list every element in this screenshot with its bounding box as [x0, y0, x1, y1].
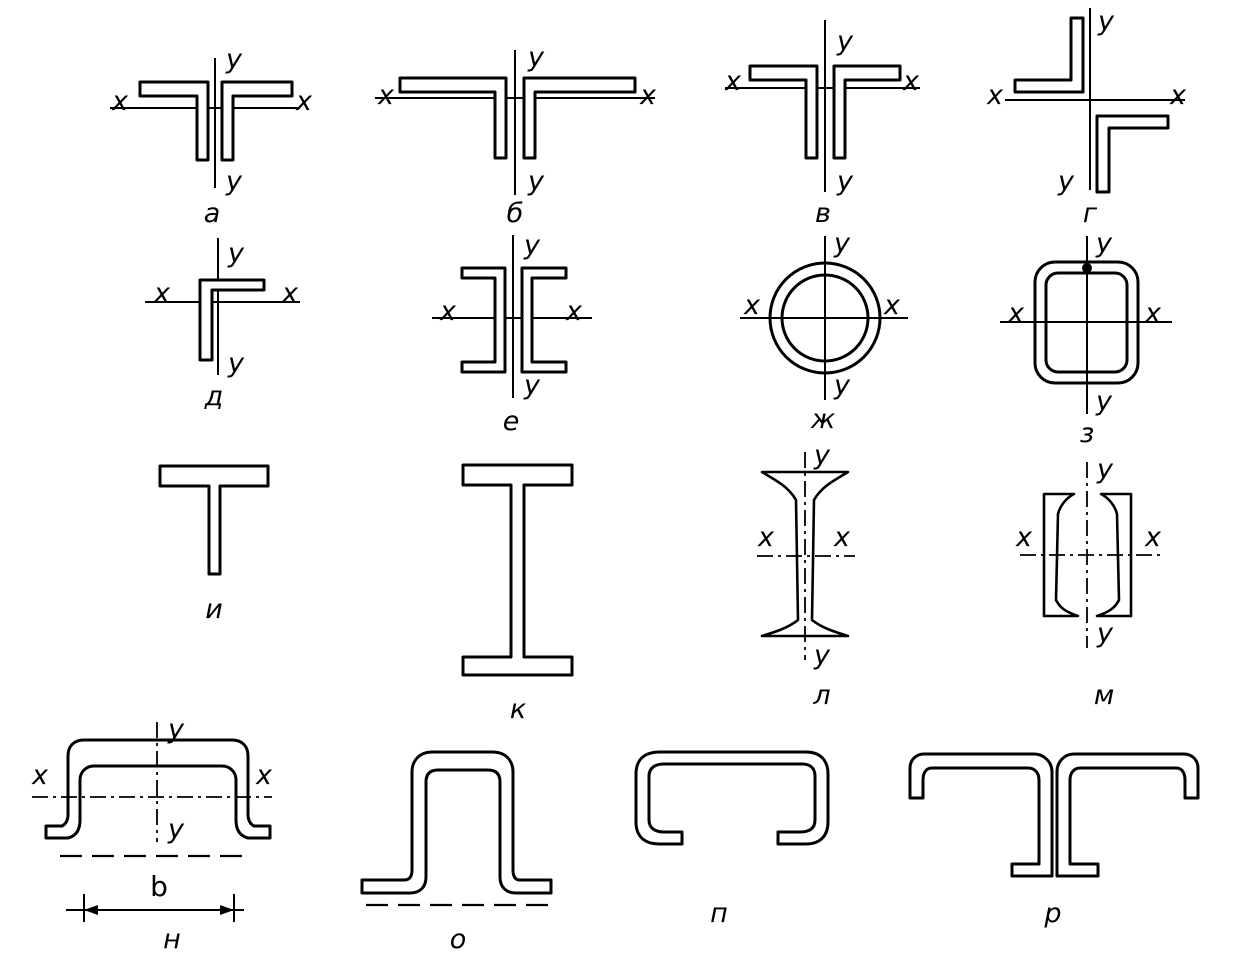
- figure-v: x x y y в: [724, 20, 920, 229]
- caption-g: г: [1083, 198, 1098, 229]
- caption-k: к: [510, 694, 527, 725]
- figure-k: к: [461, 463, 574, 725]
- x-label: x: [111, 86, 129, 117]
- x-label: x: [295, 86, 313, 117]
- y-label: y: [1097, 6, 1115, 37]
- caption-l: л: [812, 680, 830, 711]
- y-label: y: [523, 230, 541, 261]
- y-label: y: [836, 26, 854, 57]
- x-label: x: [639, 80, 657, 111]
- y-label: y: [833, 228, 851, 259]
- dimension-b-label: b: [150, 870, 168, 903]
- caption-d: д: [204, 381, 224, 412]
- x-label: x: [902, 66, 920, 97]
- x-label: x: [31, 760, 49, 791]
- figure-i: и: [158, 464, 270, 625]
- x-label: x: [833, 522, 851, 553]
- figure-d: x x y y д: [145, 238, 300, 412]
- caption-n: н: [163, 924, 181, 955]
- x-label: x: [1169, 80, 1187, 111]
- figure-n: x x y y b н: [31, 714, 273, 955]
- y-label: y: [836, 166, 854, 197]
- y-label: y: [1057, 166, 1075, 197]
- y-label: y: [1095, 228, 1113, 259]
- x-label: x: [1144, 298, 1162, 329]
- x-label: x: [1015, 522, 1033, 553]
- figure-m: x x y y м: [1015, 454, 1162, 711]
- figure-z: x x y y з: [1000, 228, 1172, 449]
- figure-l: x x y y л: [757, 440, 855, 711]
- figure-zh: x x y y ж: [740, 228, 908, 435]
- x-label: x: [1007, 298, 1025, 329]
- caption-v: в: [815, 198, 831, 229]
- caption-r: р: [1043, 898, 1061, 929]
- figure-o: о: [360, 750, 553, 955]
- caption-b: б: [507, 198, 524, 229]
- y-label: y: [167, 814, 185, 845]
- y-label: y: [227, 348, 245, 379]
- y-label: y: [167, 714, 185, 745]
- x-label: x: [1144, 522, 1162, 553]
- caption-m: м: [1094, 680, 1114, 711]
- x-label: x: [743, 290, 761, 321]
- y-label: y: [833, 370, 851, 401]
- x-label: x: [281, 278, 299, 309]
- y-label: y: [227, 238, 245, 269]
- figure-r: р: [908, 752, 1200, 929]
- y-label: y: [225, 166, 243, 197]
- x-label: x: [377, 80, 395, 111]
- y-label: y: [527, 42, 545, 73]
- x-label: x: [724, 66, 742, 97]
- y-label: y: [813, 440, 831, 471]
- caption-zh: ж: [810, 404, 836, 435]
- y-label: y: [1096, 618, 1114, 649]
- figure-a: x x y y а: [110, 44, 313, 229]
- figure-b: x x y y б: [375, 42, 657, 229]
- caption-z: з: [1080, 418, 1094, 449]
- figure-e: x x y y е: [432, 230, 592, 437]
- figure-p: п: [634, 750, 830, 929]
- x-label: x: [883, 290, 901, 321]
- figure-g: x x y y г: [986, 6, 1187, 229]
- y-label: y: [1095, 386, 1113, 417]
- x-label: x: [255, 760, 273, 791]
- x-label: x: [565, 296, 583, 327]
- x-label: x: [439, 296, 457, 327]
- y-label: y: [225, 44, 243, 75]
- caption-a: а: [204, 198, 221, 229]
- x-label: x: [757, 522, 775, 553]
- caption-o: о: [450, 924, 467, 955]
- caption-i: и: [205, 594, 223, 625]
- y-label: y: [527, 166, 545, 197]
- x-label: x: [153, 278, 171, 309]
- caption-e: е: [503, 406, 520, 437]
- caption-p: п: [710, 898, 728, 929]
- y-label: y: [813, 640, 831, 671]
- y-label: y: [1096, 454, 1114, 485]
- x-label: x: [986, 80, 1004, 111]
- y-label: y: [523, 370, 541, 401]
